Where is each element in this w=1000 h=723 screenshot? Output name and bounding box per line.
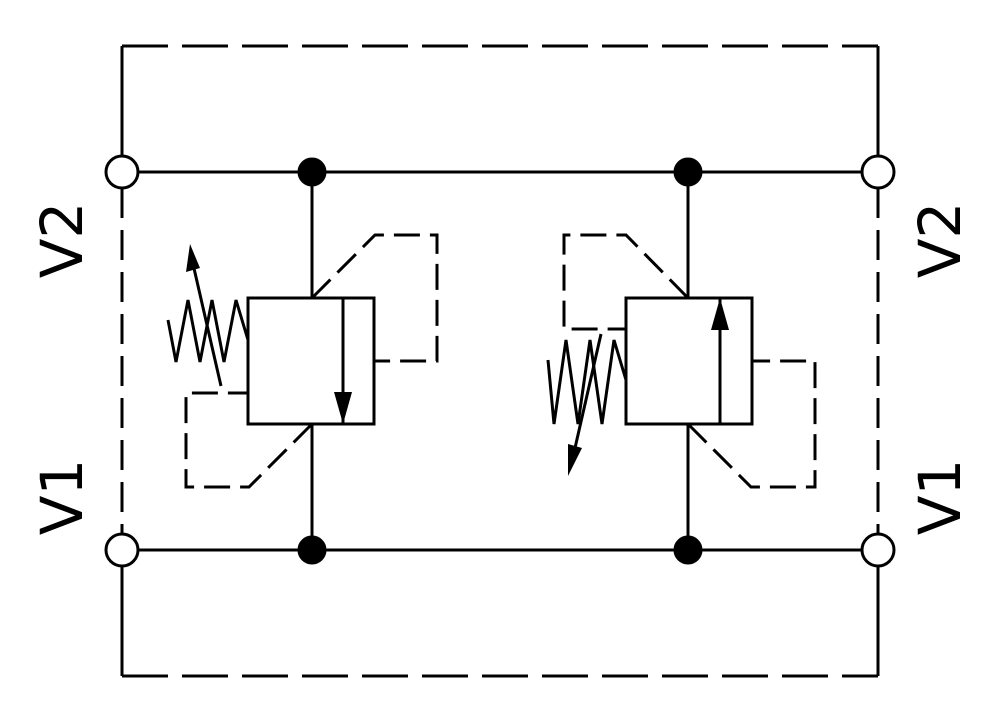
junction-dot — [673, 157, 703, 187]
label-right-v1: V1 — [906, 458, 974, 536]
junction-dot — [297, 157, 327, 187]
enclosure-boundary — [120, 44, 880, 678]
label-left-v2: V2 — [28, 201, 96, 279]
label-left-v1: V1 — [28, 458, 96, 536]
left-relief-valve — [166, 172, 439, 550]
port-left-v2 — [104, 154, 140, 190]
left-flow-arrowhead — [334, 392, 352, 424]
port-right-v1 — [860, 532, 896, 568]
right-adjust-arrowhead — [568, 444, 582, 476]
left-adjust-arrowhead — [186, 244, 200, 272]
port-left-v1 — [104, 532, 140, 568]
junction-dot — [297, 535, 327, 565]
right-flow-arrowhead — [711, 298, 729, 330]
label-right-v2: V2 — [906, 201, 974, 279]
right-relief-valve — [546, 172, 817, 550]
port-right-v2 — [860, 154, 896, 190]
junction-dot — [673, 535, 703, 565]
